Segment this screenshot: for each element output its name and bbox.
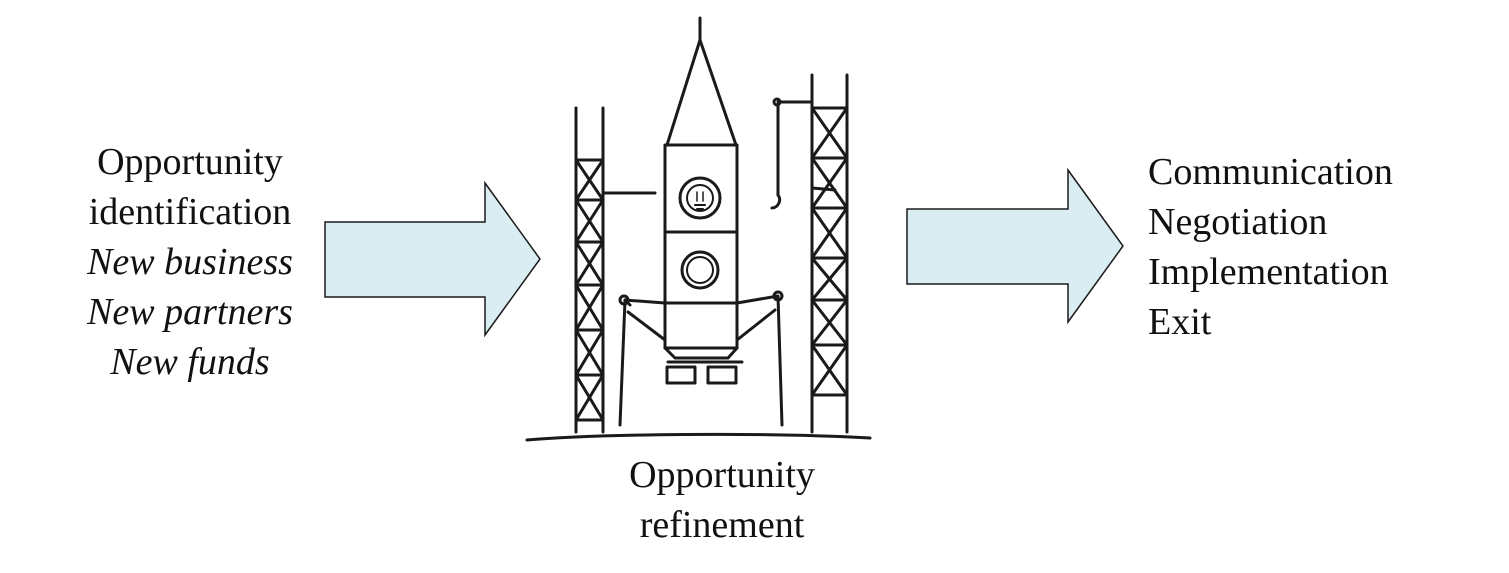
left-tower bbox=[574, 106, 657, 434]
left-arrow bbox=[324, 180, 541, 338]
right-text-block: Communication Negotiation Implementation… bbox=[1148, 147, 1393, 347]
lightbulb-porthole bbox=[678, 176, 722, 220]
left-title-line2: identification bbox=[88, 191, 292, 233]
left-title-line1: Opportunity bbox=[97, 141, 283, 183]
right-item: Implementation bbox=[1148, 251, 1389, 293]
left-item: New business bbox=[87, 241, 293, 283]
left-item: New funds bbox=[110, 341, 270, 383]
right-item: Negotiation bbox=[1148, 201, 1328, 243]
rocket-body bbox=[618, 16, 784, 427]
bottom-line1: Opportunity bbox=[629, 454, 815, 496]
bottom-text-block: Opportunity refinement bbox=[572, 450, 872, 550]
rocket-sketch bbox=[525, 16, 872, 442]
right-tower bbox=[770, 73, 849, 434]
porthole bbox=[680, 250, 720, 290]
left-text-block: Opportunity identification New business … bbox=[40, 137, 340, 387]
right-item: Exit bbox=[1148, 301, 1212, 343]
left-item: New partners bbox=[87, 291, 293, 333]
bottom-line2: refinement bbox=[639, 504, 805, 546]
right-item: Communication bbox=[1148, 151, 1393, 193]
right-arrow bbox=[906, 167, 1124, 325]
ground-line bbox=[525, 432, 872, 442]
